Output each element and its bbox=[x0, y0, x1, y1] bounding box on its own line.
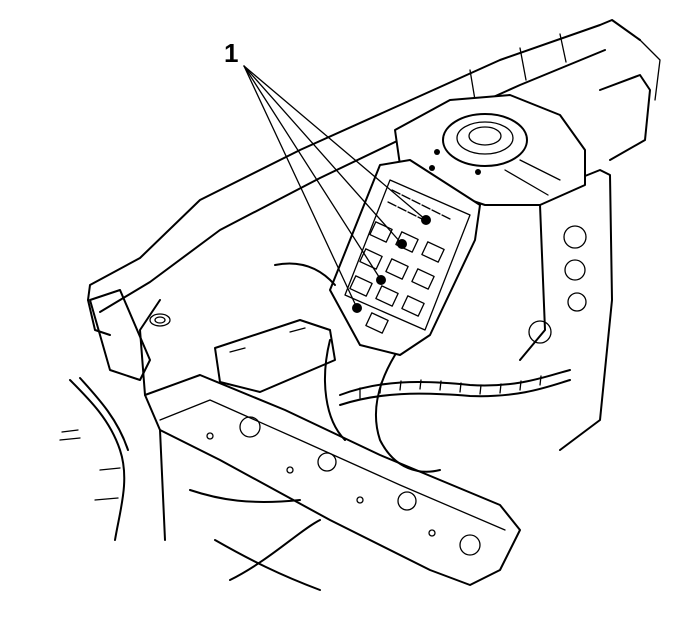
frame-rail bbox=[139, 299, 521, 586]
fender-wall bbox=[528, 39, 661, 451]
strut-tower bbox=[394, 94, 586, 361]
battery bbox=[214, 319, 336, 393]
headlamp-area bbox=[89, 289, 171, 381]
wiring-harness bbox=[59, 262, 571, 591]
fender-outline bbox=[87, 19, 641, 336]
fuse-relay-box bbox=[329, 159, 481, 356]
callout-leaders bbox=[243, 65, 427, 309]
callout-number: 1 bbox=[224, 38, 239, 68]
